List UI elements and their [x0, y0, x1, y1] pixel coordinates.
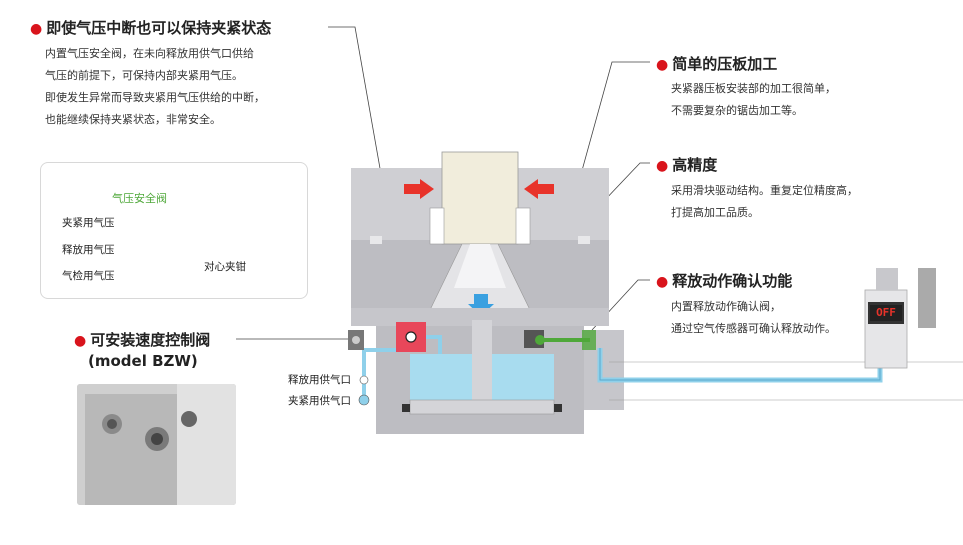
lower-body: [351, 308, 609, 326]
air-sensor: [864, 289, 908, 369]
sensor-tube: [597, 348, 883, 383]
simple-jaw-title: ●简单的压板加工: [656, 55, 778, 73]
precision-text: 采用滑块驱动结构。重复定位精度高， 打提高加工品质。: [671, 184, 858, 219]
hold-clamp-text: 内置气压安全阀，在未向释放用供气口供给 气压的前提下，可保持内部夹紧用气压。 即…: [45, 47, 265, 126]
clamp-arrow-right: [524, 179, 554, 199]
inset-center-clamp-label: 对心夹钳: [204, 261, 246, 273]
bullet-icon: ●: [74, 333, 87, 349]
air-chamber-right: [492, 354, 554, 400]
speed-valve-photo: [77, 384, 236, 505]
simple-jaw-text: 夹紧器压板安装部的加工很简单， 不需要复杂的锯齿加工等。: [671, 82, 836, 117]
clamp-port-label: 夹紧用供气口: [288, 395, 351, 407]
piston-rod: [472, 320, 492, 400]
inset-safety-valve-label: 气压安全阀: [112, 192, 167, 205]
piston: [409, 399, 555, 415]
inset-release-air-label: 释放用气压: [62, 244, 115, 256]
sensor-display: OFF: [870, 305, 902, 321]
release-confirm-title: ●释放动作确认功能: [656, 272, 793, 290]
release-confirm-text: 内置释放动作确认阀， 通过空气传感器可确认释放动作。: [671, 300, 836, 335]
bullet-icon: ●: [656, 57, 669, 73]
speed-valve-subtitle: (model BZW): [88, 352, 198, 370]
air-chamber-left: [410, 354, 472, 400]
inset-schematic-box: [40, 162, 308, 299]
bullet-icon: ●: [656, 274, 669, 290]
piston-arrow: [468, 294, 494, 316]
speed-valve-title: ●可安装速度控制阀: [74, 331, 211, 349]
precision-title: ●高精度: [656, 156, 718, 174]
inset-clamp-air-label: 夹紧用气压: [62, 217, 115, 229]
hold-clamp-title: ●即使气压中断也可以保持夹紧状态: [30, 19, 272, 37]
workpiece: [441, 151, 519, 245]
bullet-icon: ●: [656, 158, 669, 174]
inset-check-air-label: 气检用气压: [62, 270, 115, 282]
clamp-arrow-left: [404, 179, 434, 199]
bullet-icon: ●: [30, 21, 43, 37]
release-port-label: 释放用供气口: [288, 374, 351, 386]
